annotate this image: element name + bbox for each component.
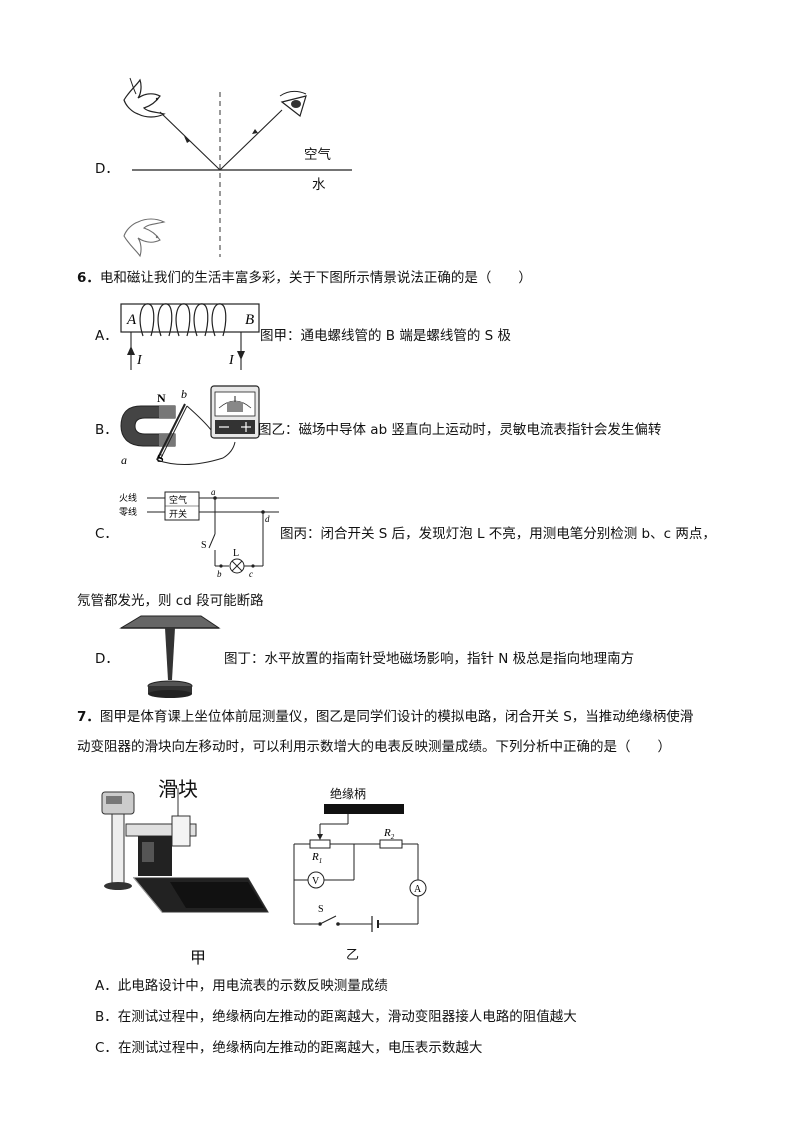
current-label-right: I bbox=[228, 353, 235, 368]
r1-label: R1 bbox=[311, 851, 322, 865]
bird-image-icon bbox=[123, 218, 166, 258]
q6-option-b-label: B． bbox=[95, 422, 118, 438]
q7-number: 7． bbox=[77, 709, 100, 725]
magnet-north: N bbox=[157, 391, 166, 405]
q7-option-b-text: 在测试过程中，绝缘柄向左推动的距离越大，滑动变阻器接人电路的阻值越大 bbox=[117, 1009, 577, 1025]
q6-option-c-text: 图丙：闭合开关 S 后，发现灯泡 L 不亮，用测电笔分别检测 b、c 两点， bbox=[280, 526, 716, 542]
circuit-figure: R1 R2 V A S bbox=[293, 804, 427, 932]
lamp-l: L bbox=[233, 548, 239, 559]
live-wire-label: 火线 bbox=[119, 492, 137, 503]
switch-label: S bbox=[318, 904, 324, 915]
node-d: d bbox=[265, 514, 270, 524]
q6-option-b-text: 图乙：磁场中导体 ab 竖直向上运动时，灵敏电流表指针会发生偏转 bbox=[258, 422, 662, 438]
q7-option-a: A．此电路设计中，用电流表的示数反映测量成绩 bbox=[95, 977, 388, 995]
lamp-icon bbox=[229, 558, 245, 574]
fig-yi-caption: 乙 bbox=[346, 948, 360, 963]
breaker-label-2: 开关 bbox=[169, 508, 187, 519]
q7-option-b-label: B． bbox=[95, 1009, 118, 1025]
generator-figure: N S a b bbox=[120, 385, 260, 467]
q6-option-c-label: C． bbox=[95, 526, 118, 542]
q5-option-d-label: D． bbox=[95, 161, 119, 177]
q6-option-d-text: 图丁：水平放置的指南针受地磁场影响，指针 N 极总是指向地理南方 bbox=[224, 651, 635, 667]
conductor-end-a: a bbox=[121, 453, 127, 467]
handle-label: 绝缘柄 bbox=[330, 787, 367, 801]
air-label: 空气 bbox=[304, 147, 331, 163]
node-c: c bbox=[249, 569, 253, 578]
node-a: a bbox=[211, 487, 216, 497]
current-label-left: I bbox=[136, 353, 143, 368]
q6-stem-text: 电和磁让我们的生活丰富多彩，关于下图所示情景说法正确的是（ ） bbox=[99, 270, 532, 286]
q6-option-a-text: 图甲：通电螺线管的 B 端是螺线管的 S 极 bbox=[260, 328, 511, 344]
q6-option-a-label: A． bbox=[95, 328, 118, 344]
q7-option-c: C．在测试过程中，绝缘柄向左推动的距离越大，电压表示数越大 bbox=[95, 1039, 482, 1057]
solenoid-end-a: A bbox=[126, 312, 137, 328]
q7-option-b: B．在测试过程中，绝缘柄向左推动的距离越大，滑动变阻器接人电路的阻值越大 bbox=[95, 1008, 577, 1026]
water-label: 水 bbox=[312, 177, 326, 193]
neutral-wire-label: 零线 bbox=[119, 506, 137, 517]
node-b: b bbox=[217, 569, 222, 578]
voltmeter-icon: V bbox=[312, 876, 320, 887]
ammeter-icon: A bbox=[414, 884, 422, 895]
q6-option-d-label: D． bbox=[95, 651, 119, 667]
fig-jia-caption: 甲 bbox=[190, 948, 207, 967]
eye-icon bbox=[279, 90, 307, 118]
q6-stem: 6．电和磁让我们的生活丰富多彩，关于下图所示情景说法正确的是（ ） bbox=[77, 269, 532, 287]
magnet-south: S bbox=[157, 451, 164, 465]
solenoid-end-b: B bbox=[245, 312, 254, 328]
compass-figure bbox=[119, 615, 221, 698]
q7-stem-line1: 7．图甲是体育课上坐位体前屈测量仪，图乙是同学们设计的模拟电路，闭合开关 S，当… bbox=[77, 708, 693, 726]
q7-option-c-label: C． bbox=[95, 1040, 118, 1056]
q6-number: 6． bbox=[77, 270, 100, 286]
galvanometer-icon bbox=[210, 385, 260, 439]
q6-option-c-text-cont: 氖管都发光，则 cd 段可能断路 bbox=[77, 593, 264, 609]
bird-icon bbox=[123, 77, 166, 118]
q7-option-a-label: A． bbox=[95, 978, 118, 994]
q7-option-c-text: 在测试过程中，绝缘柄向左推动的距离越大，电压表示数越大 bbox=[117, 1040, 483, 1056]
conductor-end-b: b bbox=[181, 387, 187, 401]
household-circuit-figure: 空气 开关 火线 零线 a S b L c d bbox=[119, 487, 279, 578]
r2-label: R2 bbox=[383, 827, 395, 841]
solenoid-figure: A B I I bbox=[120, 303, 260, 370]
reflection-figure bbox=[123, 77, 352, 258]
q7-stem-line2: 动变阻器的滑块向左移动时，可以利用示数增大的电表反映测量成绩。下列分析中正确的是… bbox=[77, 739, 671, 755]
breaker-label-1: 空气 bbox=[169, 494, 187, 505]
flexibility-tester-figure bbox=[101, 788, 269, 913]
q7-stem-text-1: 图甲是体育课上坐位体前屈测量仪，图乙是同学们设计的模拟电路，闭合开关 S，当推动… bbox=[99, 709, 694, 725]
q7-option-a-text: 此电路设计中，用电流表的示数反映测量成绩 bbox=[117, 978, 388, 994]
switch-s: S bbox=[201, 540, 207, 551]
